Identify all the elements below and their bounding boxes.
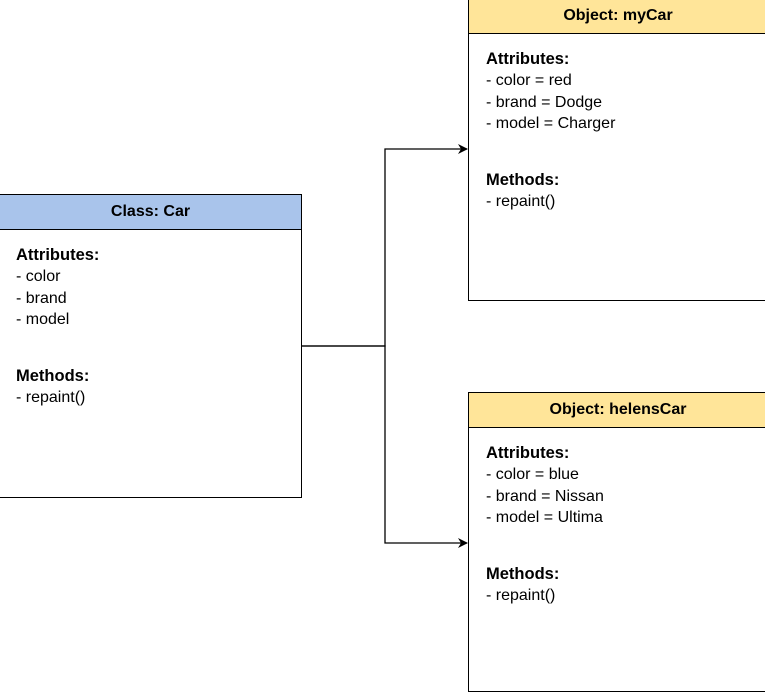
object-mycar-header: Object: myCar: [469, 0, 765, 34]
class-car-methods-label: Methods:: [16, 366, 90, 385]
object-mycar-title: Object: myCar: [563, 7, 673, 24]
object-helenscar-attributes-label: Attributes:: [486, 444, 570, 462]
attribute-item: - model = Ultima: [486, 509, 603, 526]
object-helenscar-methods-list: - repaint(): [486, 585, 765, 607]
class-car-box[interactable]: Class: Car Attributes: - color - brand -…: [0, 194, 302, 498]
object-helenscar-header: Object: helensCar: [469, 393, 765, 428]
object-helenscar-body: Attributes: - color = blue - brand = Nis…: [469, 428, 765, 606]
attribute-item: - brand = Dodge: [486, 93, 603, 111]
attribute-item: - brand: [16, 289, 67, 307]
object-mycar-methods-list: - repaint(): [486, 191, 765, 213]
object-helenscar-box[interactable]: Object: helensCar Attributes: - color = …: [468, 392, 765, 692]
attribute-item: - color: [16, 268, 61, 285]
object-helenscar-methods-label: Methods:: [486, 564, 560, 583]
object-mycar-body: Attributes: - color = red - brand = Dodg…: [469, 34, 765, 212]
class-car-methods-list: - repaint(): [16, 387, 301, 409]
attribute-item: - brand = Nissan: [486, 487, 604, 505]
connector-car-to-helenscar: [302, 345, 468, 548]
class-car-header: Class: Car: [0, 195, 301, 230]
attribute-item: - color = red: [486, 72, 572, 89]
method-item: - repaint(): [486, 586, 556, 604]
object-mycar-attributes-list: - color = red - brand = Dodge - model = …: [486, 70, 765, 135]
object-helenscar-title: Object: helensCar: [549, 401, 687, 418]
attribute-item: - color = blue: [486, 466, 579, 483]
method-item: - repaint(): [16, 388, 86, 406]
attribute-item: - model = Charger: [486, 115, 616, 132]
object-mycar-box[interactable]: Object: myCar Attributes: - color = red …: [468, 0, 765, 301]
object-mycar-methods-label: Methods:: [486, 170, 560, 189]
class-car-title: Class: Car: [110, 203, 191, 220]
class-car-attributes-label: Attributes:: [16, 246, 100, 264]
object-helenscar-attributes-list: - color = blue - brand = Nissan - model …: [486, 464, 765, 529]
class-car-body: Attributes: - color - brand - model Meth…: [0, 230, 301, 408]
connector-car-to-mycar: [302, 144, 468, 347]
object-mycar-attributes-label: Attributes:: [486, 50, 570, 68]
attribute-item: - model: [16, 311, 70, 328]
class-car-attributes-list: - color - brand - model: [16, 266, 301, 331]
method-item: - repaint(): [486, 192, 556, 210]
